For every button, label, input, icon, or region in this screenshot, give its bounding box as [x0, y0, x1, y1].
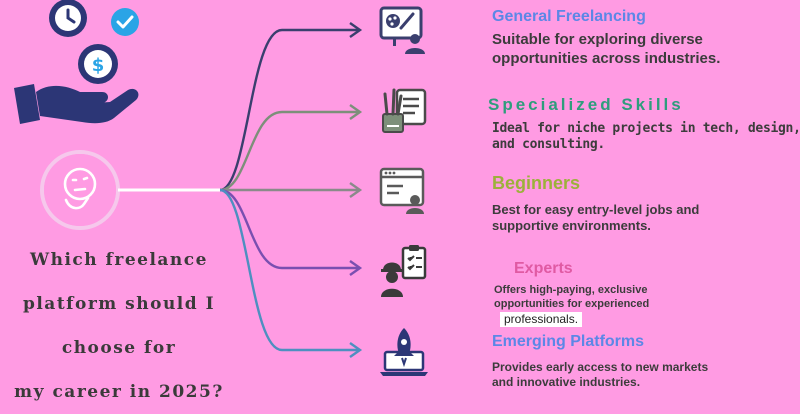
svg-text:$: $ — [92, 55, 105, 76]
branch-title-experts: Experts — [514, 260, 573, 277]
desc-line: Suitable for exploring diverse — [492, 31, 703, 48]
question-line: my career in 2025? — [14, 382, 224, 402]
branch-arrow-emerging — [349, 342, 363, 358]
engineer-checklist-icon — [381, 245, 427, 297]
rocket-laptop-icon — [380, 328, 428, 376]
desc-line: Ideal for niche projects in tech, design… — [492, 121, 800, 136]
branch-desc-general: Suitable for exploring diverse opportuni… — [492, 31, 720, 69]
money-time-hand-illustration: $ — [14, 0, 139, 124]
clock-icon — [49, 0, 87, 37]
branch-arrow-specialized — [349, 104, 363, 120]
desc-line: and innovative industries. — [492, 375, 641, 389]
branch-title-emerging: Emerging Platforms — [492, 333, 645, 350]
thinking-face-icon — [63, 167, 97, 210]
designer-at-monitor-icon — [379, 6, 425, 54]
branch-title-specialized: Specialized Skills — [488, 95, 684, 114]
branch-arrow-general — [349, 22, 363, 38]
branch-desc-emerging: Provides early access to new markets and… — [492, 360, 708, 390]
desc-line: Provides early access to new markets — [492, 360, 709, 374]
check-badge-icon — [111, 8, 139, 36]
branch-desc-beginners: Best for easy entry-level jobs and suppo… — [492, 202, 699, 235]
branch-arrow-beginners — [349, 182, 363, 198]
desc-line: Best for easy entry-level jobs and — [492, 202, 700, 217]
tools-and-document-icon — [382, 88, 427, 133]
desc-line: and consulting. — [492, 137, 605, 153]
desc-line: opportunities for experienced — [494, 297, 650, 310]
branch-line-emerging — [219, 188, 358, 352]
browser-profile-icon — [379, 167, 425, 214]
desc-line: opportunities across industries. — [492, 49, 721, 67]
branch-arrow-experts — [349, 260, 363, 276]
desc-line: Offers high-paying, exclusive — [494, 284, 648, 296]
branch-title-beginners: Beginners — [492, 173, 581, 193]
main-question: Which freelance platform should I choose… — [0, 238, 238, 414]
desc-line: supportive environments. — [492, 218, 651, 234]
question-line: Which freelance — [30, 250, 208, 270]
branch-connectors — [40, 22, 363, 358]
branch-line-experts — [219, 188, 358, 270]
dollar-coin-icon: $ — [78, 44, 118, 84]
branch-line-specialized — [219, 110, 358, 192]
branch-title-general: General Freelancing — [492, 8, 646, 25]
open-hand-icon — [14, 84, 139, 124]
branch-desc-specialized: Ideal for niche projects in tech, design… — [492, 121, 800, 154]
question-line: choose for — [61, 338, 177, 358]
question-line: platform should I — [22, 294, 216, 314]
desc-line: professionals. — [500, 311, 583, 327]
branch-desc-experts: Offers high-paying, exclusive opportunit… — [494, 284, 649, 327]
branch-line-general — [219, 28, 358, 192]
